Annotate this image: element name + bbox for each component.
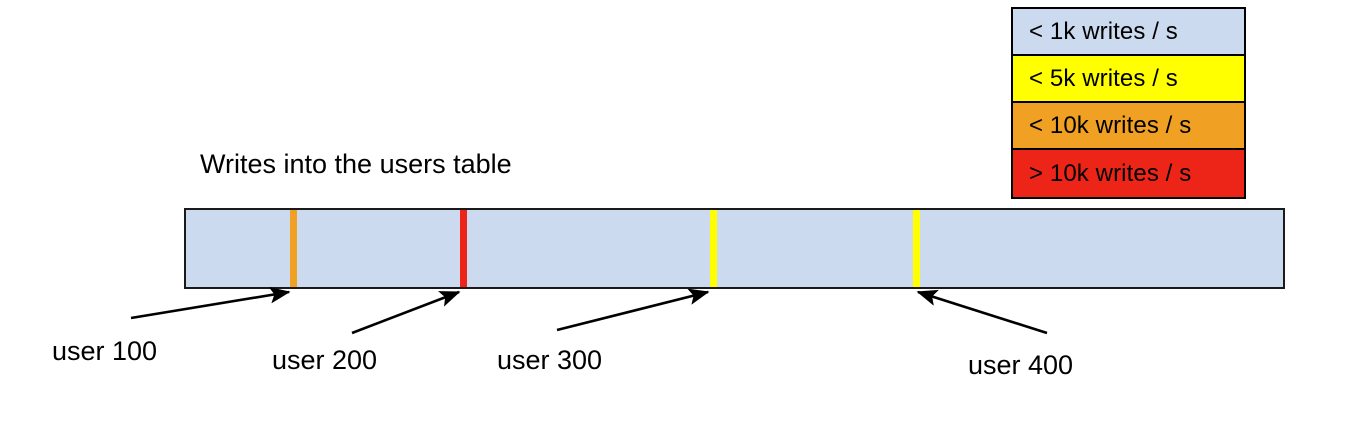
legend-row-under-5k: < 5k writes / s bbox=[1013, 56, 1244, 103]
shard-marker-user-200 bbox=[460, 210, 467, 287]
users-table-keyspace-bar bbox=[184, 208, 1285, 289]
arrow-user-400 bbox=[916, 289, 1048, 335]
shard-marker-user-100 bbox=[290, 210, 297, 287]
arrow-user-100 bbox=[130, 286, 291, 320]
shard-marker-user-300 bbox=[710, 210, 717, 287]
legend-label-under-10k: < 10k writes / s bbox=[1029, 111, 1192, 139]
chart-title: Writes into the users table bbox=[200, 149, 512, 179]
callout-label-user-100: user 100 bbox=[52, 336, 158, 366]
callout-label-user-200: user 200 bbox=[272, 345, 378, 375]
legend-row-over-10k: > 10k writes / s bbox=[1013, 150, 1244, 197]
arrow-user-300 bbox=[556, 288, 710, 332]
legend-row-under-10k: < 10k writes / s bbox=[1013, 103, 1244, 150]
legend-label-under-5k: < 5k writes / s bbox=[1029, 64, 1178, 92]
legend-row-under-1k: < 1k writes / s bbox=[1013, 9, 1244, 56]
write-rate-legend: < 1k writes / s < 5k writes / s < 10k wr… bbox=[1011, 7, 1246, 199]
legend-label-over-10k: > 10k writes / s bbox=[1029, 159, 1192, 187]
legend-label-under-1k: < 1k writes / s bbox=[1029, 17, 1178, 45]
callout-label-user-400: user 400 bbox=[968, 350, 1074, 380]
shard-marker-user-400 bbox=[913, 210, 920, 287]
arrow-user-200 bbox=[351, 290, 461, 335]
callout-label-user-300: user 300 bbox=[497, 345, 603, 375]
